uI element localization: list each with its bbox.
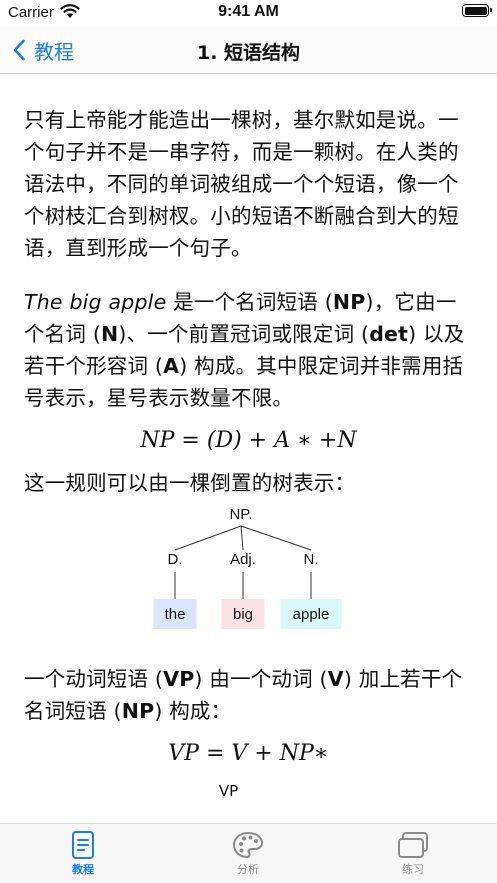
tree-word-box xyxy=(280,599,341,629)
np-formula: NP = (D) + A ∗ +N xyxy=(140,428,357,453)
navigation-bar: 教程 1. 短语结构 xyxy=(0,26,497,74)
tab-bar: 教程 分析 练习 xyxy=(0,823,497,883)
back-button-label: 教程 xyxy=(34,39,74,64)
battery-icon xyxy=(462,4,492,17)
tree-branch xyxy=(240,525,243,551)
tree-node-label: D. xyxy=(167,551,182,568)
tree-word: apple xyxy=(292,606,329,623)
document-icon xyxy=(72,831,94,859)
chevron-left-icon xyxy=(13,39,25,61)
carrier-label: Carrier xyxy=(8,4,54,21)
tree-root-label: NP. xyxy=(229,506,252,523)
lesson-content[interactable]: 只有上帝能才能造出一棵树，基尔默如是说。一个句子并不是一串字符，而是一颗树。在人… xyxy=(0,75,497,823)
cards-icon xyxy=(398,832,428,858)
example-phrase: The big apple xyxy=(24,290,167,314)
np-tree-diagram: NP. D. the Adj. big N. apple xyxy=(153,506,341,629)
tree-word-box xyxy=(153,599,196,629)
back-button[interactable]: 教程 xyxy=(12,36,74,64)
paragraph-intro: 只有上帝能才能造出一棵树，基尔默如是说。一个句子并不是一串字符，而是一颗树。在人… xyxy=(24,108,459,260)
tree-word: big xyxy=(232,606,252,623)
clock: 9:41 AM xyxy=(218,3,279,20)
tab-learn[interactable]: 教程 xyxy=(43,830,123,877)
tree-node-label: Adj. xyxy=(230,551,256,568)
wifi-icon xyxy=(60,4,80,18)
paragraph-np-definition: The big apple 是一个名词短语 (NP)，它由一个名词 (N)、一个… xyxy=(24,290,465,410)
paragraph-vp-definition: 一个动词短语 (VP) 由一个动词 (V) 加上若干个名词短语 (NP) 构成： xyxy=(24,667,463,723)
vp-tree-root: VP xyxy=(218,782,239,800)
status-bar: Carrier 9:41 AM xyxy=(0,0,497,26)
tree-branch xyxy=(174,525,241,551)
tab-practice[interactable]: 练习 xyxy=(373,830,453,877)
tab-analyze[interactable]: 分析 xyxy=(208,830,288,877)
page-title: 1. 短语结构 xyxy=(196,42,301,64)
vp-formula: VP = V + NP∗ xyxy=(168,741,329,766)
tree-branch xyxy=(240,525,311,551)
tree-node-label: N. xyxy=(303,551,318,568)
tree-word: the xyxy=(164,606,185,623)
paragraph-tree-intro: 这一规则可以由一棵倒置的树表示： xyxy=(24,471,356,495)
palette-icon xyxy=(232,831,264,859)
tree-word-box xyxy=(221,599,264,629)
